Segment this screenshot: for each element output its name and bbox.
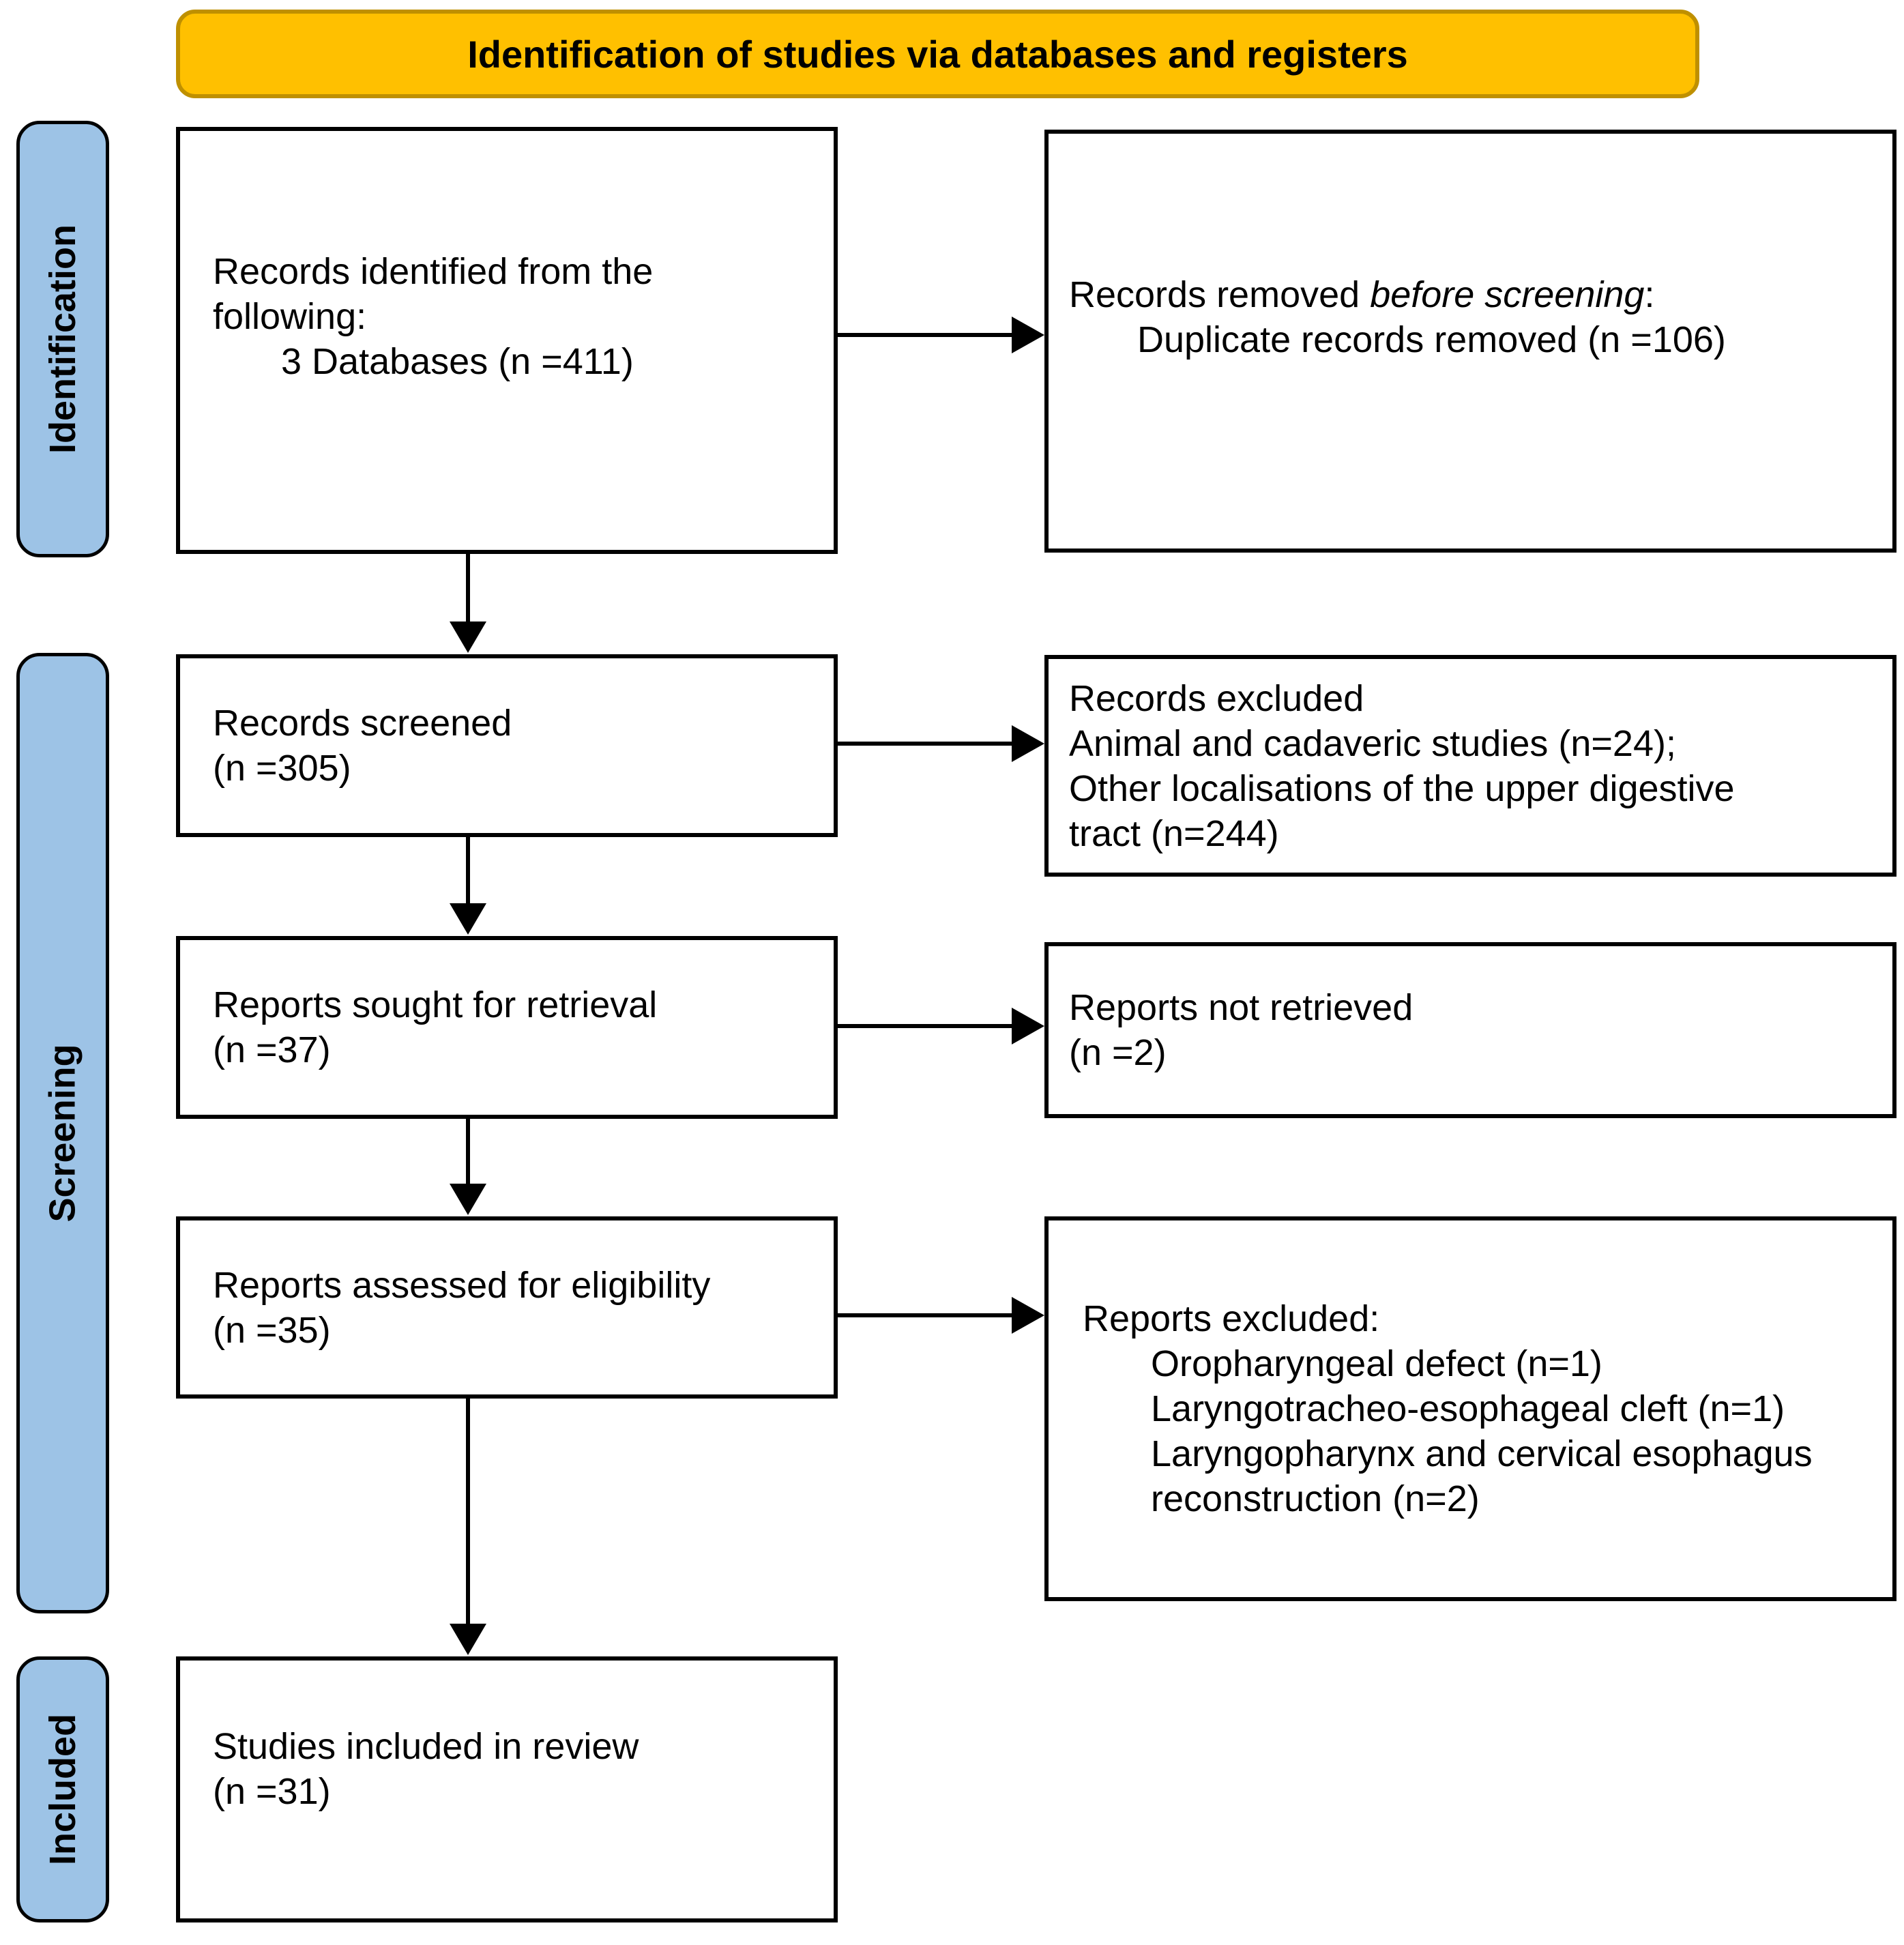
connector-line <box>466 1399 470 1624</box>
box-text-line: Records excluded <box>1069 677 1364 719</box>
box-text-line: Records screened <box>213 703 512 744</box>
box-studies-included: Studies included in review (n =31) <box>176 1656 838 1922</box>
box-text-line: Studies included in review <box>213 1726 639 1767</box>
stage-label-identification: Identification <box>42 224 83 454</box>
stage-bar-identification: Identification <box>16 121 109 557</box>
connector-line <box>466 837 470 903</box>
banner-title: Identification of studies via databases … <box>467 32 1408 76</box>
right-arrowhead-icon <box>1012 725 1044 762</box>
text-prefix: Records removed <box>1069 274 1371 315</box>
box-text-line: (n =2) <box>1069 1032 1167 1073</box>
box-reports-not-retrieved: Reports not retrieved (n =2) <box>1044 942 1896 1118</box>
stage-bar-screening: Screening <box>16 653 109 1613</box>
down-arrowhead-icon <box>450 1624 486 1655</box>
box-text-line: following: <box>213 296 367 337</box>
connector-line <box>838 333 1012 337</box>
box-text-line-indented: 3 Databases (n =411) <box>281 341 634 382</box>
text-suffix: : <box>1644 274 1655 315</box>
box-text-line: Reports sought for retrieval <box>213 984 658 1025</box>
connector-line <box>466 1119 470 1184</box>
box-reports-assessed: Reports assessed for eligibility (n =35) <box>176 1216 838 1399</box>
box-text-line-indented: Laryngopharynx and cervical esophagus <box>1151 1433 1813 1474</box>
box-text-line-indented: Duplicate records removed (n =106) <box>1137 319 1726 360</box>
stage-label-included: Included <box>42 1713 84 1866</box>
box-reports-excluded: Reports excluded: Oropharyngeal defect (… <box>1044 1216 1896 1601</box>
box-text-line: (n =31) <box>213 1771 331 1812</box>
connector-line <box>838 1024 1012 1028</box>
box-text-line: Records identified from the <box>213 251 654 292</box>
connector-line <box>466 554 470 621</box>
box-text-line: (n =37) <box>213 1029 331 1070</box>
box-reports-sought: Reports sought for retrieval (n =37) <box>176 936 838 1119</box>
box-text-line: Records removed before screening: <box>1069 272 1886 317</box>
connector-line <box>838 742 1012 746</box>
box-text-line-indented: Oropharyngeal defect (n=1) <box>1151 1343 1602 1384</box>
right-arrowhead-icon <box>1012 317 1044 353</box>
box-text-line-indented: reconstruction (n=2) <box>1151 1478 1480 1519</box>
down-arrowhead-icon <box>450 1184 486 1215</box>
text-italic: before screening <box>1370 274 1645 315</box>
stage-bar-included: Included <box>16 1656 109 1922</box>
box-records-screened: Records screened (n =305) <box>176 654 838 837</box>
box-records-excluded: Records excluded Animal and cadaveric st… <box>1044 655 1896 877</box>
box-records-identified: Records identified from the following: 3… <box>176 127 838 554</box>
box-text-line: (n =305) <box>213 748 351 789</box>
box-text-line: tract (n=244) <box>1069 813 1279 854</box>
box-text-line: (n =35) <box>213 1309 331 1351</box>
box-records-removed: Records removed before screening: Duplic… <box>1044 130 1896 553</box>
box-text-line: Reports excluded: <box>1083 1298 1380 1339</box>
box-text-line: Reports assessed for eligibility <box>213 1264 711 1306</box>
connector-line <box>838 1313 1012 1317</box>
down-arrowhead-icon <box>450 621 486 653</box>
right-arrowhead-icon <box>1012 1297 1044 1334</box>
down-arrowhead-icon <box>450 903 486 935</box>
box-text-line: Other localisations of the upper digesti… <box>1069 767 1735 809</box>
banner: Identification of studies via databases … <box>176 10 1699 98</box>
stage-label-screening: Screening <box>42 1044 83 1223</box>
box-text-line: Reports not retrieved <box>1069 987 1414 1028</box>
right-arrowhead-icon <box>1012 1008 1044 1044</box>
box-text-line: Animal and cadaveric studies (n=24); <box>1069 722 1676 764</box>
box-text-line-indented: Laryngotracheo-esophageal cleft (n=1) <box>1151 1388 1785 1429</box>
